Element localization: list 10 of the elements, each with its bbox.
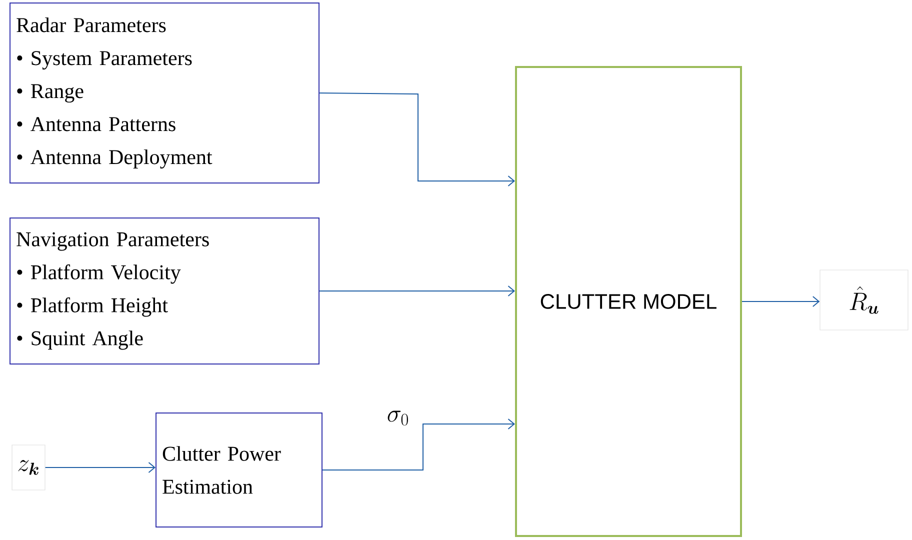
arrow [322,418,515,470]
arrow [319,92,515,186]
model-box: CLUTTER MODEL [515,66,742,537]
parameter-box: Navigation Parameters • Platform Velocity • Platform Height • Squint Angle [10,218,320,364]
process-box: Clutter Power Estimation [156,412,322,528]
arrow [44,462,156,473]
arrow [319,286,515,296]
arrow [742,296,820,307]
edge-label: $\sigma_{0}$ [386,410,410,426]
parameter-box: Radar Parameters • System Parameters • Range • Antenna Patterns • Antenna Deployment [10,2,320,184]
